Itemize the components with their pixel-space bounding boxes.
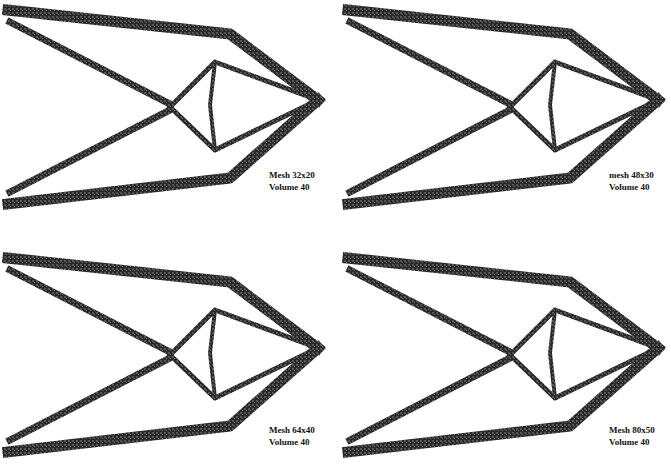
mesh-label: Mesh 32x20 bbox=[268, 170, 316, 181]
structure-80x50 bbox=[348, 258, 658, 452]
structure-32x20 bbox=[8, 10, 318, 204]
volume-label: Volume 40 bbox=[268, 437, 310, 448]
mesh-label: Mesh 64x40 bbox=[268, 425, 316, 436]
mesh-label: mesh 48x30 bbox=[608, 170, 655, 181]
volume-label: Volume 40 bbox=[608, 182, 650, 193]
volume-label: Volume 40 bbox=[268, 182, 310, 193]
mesh-label: Mesh 80x50 bbox=[608, 425, 656, 436]
volume-label: Volume 40 bbox=[608, 437, 650, 448]
structure-64x40 bbox=[8, 258, 318, 452]
structure-48x30 bbox=[348, 10, 658, 204]
